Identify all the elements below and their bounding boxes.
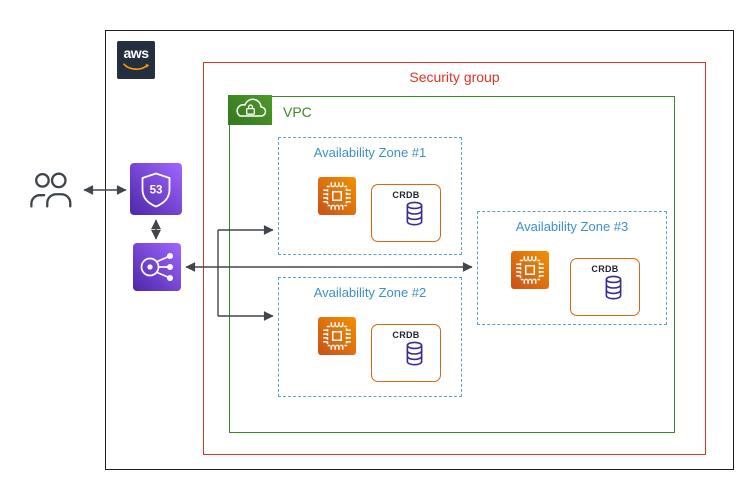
route53-number: 53: [150, 185, 163, 197]
ec2-chip-icon: [511, 251, 549, 289]
ec2-chip-icon: [318, 177, 356, 215]
security-group-boundary: Security group: [203, 62, 706, 455]
database-cylinder-icon: [605, 275, 621, 300]
database-cylinder-icon: [406, 341, 422, 366]
aws-logo-text: aws: [123, 45, 149, 61]
vpc-label: VPC: [283, 104, 312, 120]
crdb-label: CRDB: [392, 190, 420, 200]
crdb-node: CRDB: [570, 258, 640, 316]
aws-cloud-boundary: aws: [105, 30, 734, 470]
users-icon: [30, 172, 72, 208]
crdb-node: CRDB: [371, 184, 441, 242]
availability-zone-3-label: Availability Zone #3: [515, 219, 629, 234]
availability-zone-2: Availability Zone #2 CRDB: [278, 277, 462, 397]
vpc-cloud-lock-icon: [228, 95, 273, 126]
ec2-chip-icon: [318, 317, 356, 355]
security-group-label: Security group: [409, 69, 500, 85]
availability-zone-1-label: Availability Zone #1: [313, 145, 427, 160]
database-cylinder-icon: [406, 201, 422, 226]
elastic-load-balancer-icon: [133, 243, 181, 291]
crdb-label: CRDB: [591, 264, 619, 274]
crdb-node: CRDB: [371, 324, 441, 382]
route53-shield-icon: 53: [130, 163, 182, 215]
availability-zone-1: Availability Zone #1 CRDB: [278, 137, 462, 255]
aws-smile-icon: [123, 63, 150, 70]
aws-logo: aws: [117, 41, 155, 79]
crdb-label: CRDB: [392, 330, 420, 340]
availability-zone-3: Availability Zone #3 CRDB: [477, 211, 667, 325]
availability-zone-2-label: Availability Zone #2: [313, 285, 427, 300]
